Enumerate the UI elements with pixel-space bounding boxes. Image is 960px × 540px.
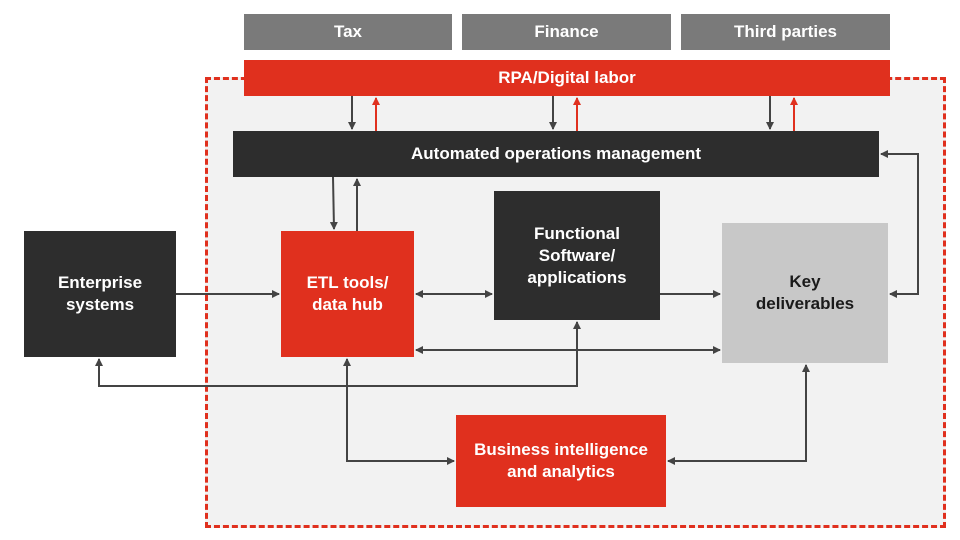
arrow-bi-deliverables: [667, 364, 810, 465]
rpa-bar: RPA/Digital labor: [244, 60, 890, 96]
arrow-aom-to-etl: [329, 176, 338, 230]
automated-operations-management: Automated operations management: [233, 131, 879, 177]
key-deliverables: Key deliverables: [722, 223, 888, 363]
stakeholder-finance: Finance: [462, 14, 671, 50]
arrow-deliverables-aom: [880, 150, 919, 298]
arrow-etl-bi: [343, 358, 455, 465]
stakeholder-tax: Tax: [244, 14, 452, 50]
functional-software-applications: Functional Software/ applications: [494, 191, 660, 320]
stakeholder-third-parties: Third parties: [681, 14, 890, 50]
business-intelligence-analytics: Business intelligence and analytics: [456, 415, 666, 507]
arrow-enterprise-functional: [95, 321, 581, 387]
